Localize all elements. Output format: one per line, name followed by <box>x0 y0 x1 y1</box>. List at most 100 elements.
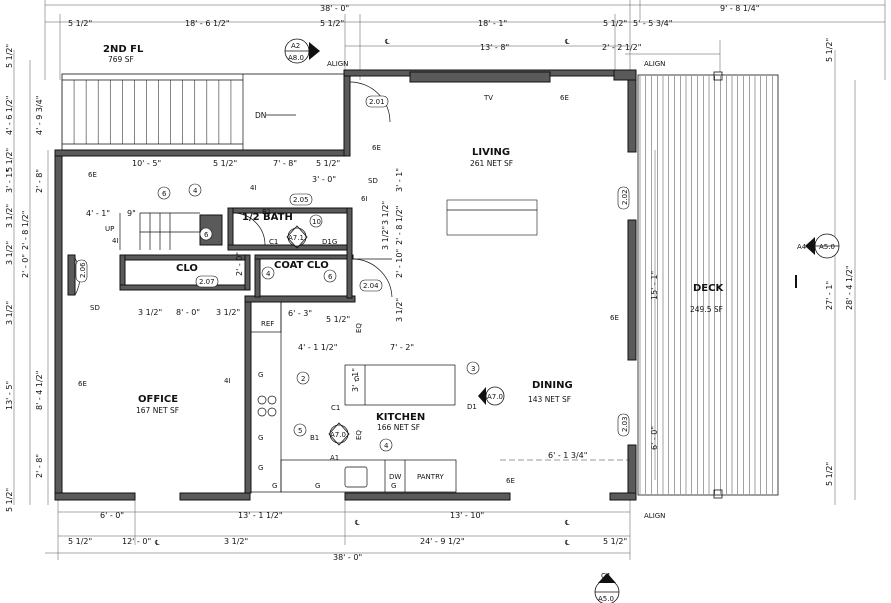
svg-text:5 1/2": 5 1/2" <box>316 159 340 168</box>
centerline-bottom-4: ℄ <box>565 539 570 547</box>
stair-treads <box>61 80 232 144</box>
left-dimension-lines <box>13 50 49 505</box>
stair <box>61 73 345 151</box>
svg-text:2: 2 <box>301 375 305 383</box>
door-tag-205: 2.05 <box>293 196 309 204</box>
dim-top-e: 5 1/2" <box>603 19 627 28</box>
svg-text:3 1/2": 3 1/2" <box>5 301 14 325</box>
svg-text:A5.0: A5.0 <box>819 243 835 251</box>
wall-tag-6e-3: 6E <box>560 94 569 102</box>
dim-bottom-d: 5 1/2" <box>68 537 92 546</box>
svg-text:3 1/2": 3 1/2" <box>5 204 14 228</box>
dw-label: DW <box>389 473 401 481</box>
wall-tag-4i-1: 4I <box>250 184 257 192</box>
right-dimension-lines <box>654 50 856 505</box>
pantry-label: PANTRY <box>417 473 444 481</box>
ref-label: REF <box>261 320 274 328</box>
interior-walls <box>67 207 356 494</box>
svg-text:10' - 5": 10' - 5" <box>132 159 161 168</box>
svg-text:4' - 1 1/2": 4' - 1 1/2" <box>298 343 337 352</box>
wall-tag-6e-2: 6E <box>372 144 381 152</box>
callout-d1-dining: A7.0 <box>478 386 505 406</box>
svg-text:6: 6 <box>204 231 209 239</box>
g-label-6: G <box>391 482 396 490</box>
deck <box>613 69 797 499</box>
eq-label-2: EQ <box>355 430 363 440</box>
left-dimension-texts: 5 1/2" 4' - 6 1/2" 4' - 9 3/4" 5 1/2" 3'… <box>5 44 44 512</box>
align-label-top: ALIGN <box>327 60 348 68</box>
svg-text:C4: C4 <box>601 572 611 580</box>
tv-label: TV <box>483 94 493 102</box>
dim-top-a: 5 1/2" <box>68 19 92 28</box>
centerline-top-2: ℄ <box>565 38 570 46</box>
svg-text:A8.0: A8.0 <box>288 54 304 62</box>
svg-text:A4: A4 <box>797 243 807 251</box>
dim-bottom-g: 24' - 9 1/2" <box>420 537 465 546</box>
svg-text:3' - 0": 3' - 0" <box>312 175 336 184</box>
svg-text:3' - 1": 3' - 1" <box>351 368 360 392</box>
dim-top-g: 13' - 8" <box>480 43 509 52</box>
smoke-detector-office: SD <box>90 304 100 312</box>
d1g-label: D1G <box>322 238 337 246</box>
stair-up <box>119 212 200 250</box>
deck-label: DECK <box>693 283 724 294</box>
svg-text:3' - 1": 3' - 1" <box>5 169 14 193</box>
svg-text:8' - 4 1/2": 8' - 4 1/2" <box>35 371 44 410</box>
svg-text:3 1/2": 3 1/2" <box>5 241 14 265</box>
svg-text:2' - 0": 2' - 0" <box>21 254 30 278</box>
svg-text:6: 6 <box>328 273 333 281</box>
svg-text:7' - 2": 7' - 2" <box>390 343 414 352</box>
door-tag-207: 2.07 <box>199 278 215 286</box>
overall-width-top-right: 9' - 8 1/4" <box>720 4 759 13</box>
inner-dimension-texts: 10' - 5" 5 1/2" 7' - 8" 5 1/2" 3' - 0" 4… <box>86 159 587 460</box>
half-bath-label: 1/2 BATH <box>242 212 293 223</box>
svg-text:2' - 0": 2' - 0" <box>235 252 244 276</box>
g-label-1: G <box>258 371 263 379</box>
svg-text:4' - 6 1/2": 4' - 6 1/2" <box>5 96 14 135</box>
dim-bottom-e: 12' - 0" <box>122 537 151 546</box>
svg-text:3' - 1": 3' - 1" <box>395 168 404 192</box>
callout-b1-bath: A7.1 <box>286 225 308 249</box>
wall-tag-6e-4: 6E <box>610 314 619 322</box>
g-label-4: G <box>272 482 277 490</box>
svg-text:6' - 0": 6' - 0" <box>650 426 659 450</box>
closet-label: CLO <box>176 263 198 274</box>
svg-text:3 1/2": 3 1/2" <box>395 298 404 322</box>
callout-a2: A2 A8.0 <box>284 38 320 64</box>
svg-text:15' - 1": 15' - 1" <box>650 271 659 300</box>
svg-text:3 1/2": 3 1/2" <box>216 308 240 317</box>
svg-text:3 1/2": 3 1/2" <box>381 226 390 250</box>
svg-text:3: 3 <box>471 365 475 373</box>
coat-closet-label: COAT CLO <box>274 260 329 271</box>
living-label: LIVING <box>472 147 510 158</box>
stair-up-label: UP <box>105 225 114 233</box>
c1-bath-label: C1 <box>269 238 278 246</box>
smoke-detector-living: SD <box>368 177 378 185</box>
svg-text:28' - 4 1/2": 28' - 4 1/2" <box>845 265 854 310</box>
exterior-walls <box>54 69 637 501</box>
svg-text:2' - 8": 2' - 8" <box>35 169 44 193</box>
dim-top-h: 2' - 2 1/2" <box>602 43 641 52</box>
dim-bottom-f: 3 1/2" <box>224 537 248 546</box>
door-tag-201: 2.01 <box>369 98 385 106</box>
svg-text:A7.0: A7.0 <box>330 431 346 439</box>
second-floor-area: 769 SF <box>108 55 134 64</box>
svg-text:5 1/2": 5 1/2" <box>326 315 350 324</box>
wall-tag-6e-1: 6E <box>88 171 97 179</box>
b1-bath-label: B1 <box>262 208 271 216</box>
d1-label: D1 <box>467 403 477 411</box>
g-label-5: G <box>315 482 320 490</box>
svg-text:5 1/2": 5 1/2" <box>5 148 14 172</box>
svg-text:5 1/2": 5 1/2" <box>5 44 14 68</box>
dining-area: 143 NET SF <box>528 395 571 404</box>
svg-text:10: 10 <box>312 218 321 226</box>
door-tag-206: 2.06 <box>79 262 87 278</box>
svg-text:6' - 1 3/4": 6' - 1 3/4" <box>548 451 587 460</box>
living-area: 261 NET SF <box>470 159 513 168</box>
g-label-7: G <box>354 375 359 383</box>
svg-text:2' - 8": 2' - 8" <box>35 454 44 478</box>
b1-label: B1 <box>310 434 319 442</box>
second-floor-label: 2ND FL <box>103 44 144 55</box>
centerline-bottom-2: ℄ <box>565 519 570 527</box>
